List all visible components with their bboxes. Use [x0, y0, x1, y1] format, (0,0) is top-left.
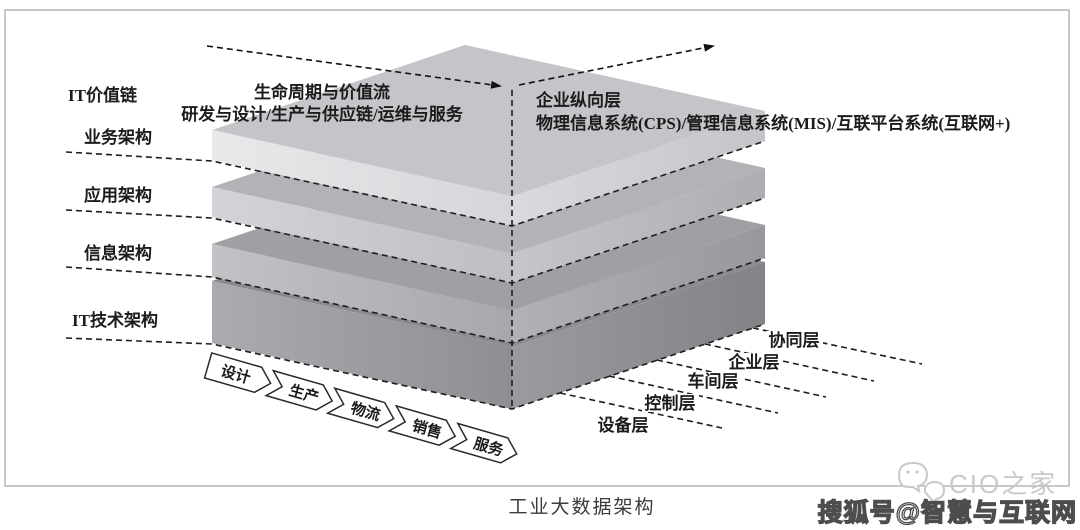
chevron-shape [203, 352, 272, 394]
vertical-annotation: 企业纵向层 物理信息系统(CPS)/管理信息系统(MIS)/互联平台系统(互联网… [535, 90, 1010, 133]
label-bg [595, 416, 652, 434]
label-workshop-layer: 车间层 [688, 371, 739, 391]
label-bg [766, 331, 823, 349]
it-value-chain-labels: IT价值链 业务架构 应用架构 信息架构 IT技术架构 [68, 85, 158, 330]
process-step-service: 服务 [448, 422, 518, 464]
label-device-layer: 设备层 [598, 415, 649, 435]
label-information-architecture: 信息架构 [84, 243, 152, 263]
top-arrows [206, 43, 715, 89]
brand-watermark-text: CIO之家 [949, 469, 1057, 499]
slab-business-architecture [212, 45, 765, 226]
process-step-production: 生产 [264, 369, 334, 411]
label-bg [726, 353, 783, 371]
label-enterprise-layer: 企业层 [728, 352, 780, 372]
leader-workshop-layer [656, 359, 827, 398]
slab3-right-face [512, 225, 765, 343]
chevron-shape [325, 387, 395, 429]
edge-information-layer [65, 257, 766, 344]
lifecycle-detail: 研发与设计/生产与供应链/运维与服务 [181, 104, 463, 124]
chevron-shape [448, 422, 518, 464]
leader-collaboration-layer [752, 327, 923, 365]
slab1-right-face [512, 111, 765, 226]
wechat-bubble-large [897, 461, 929, 494]
label-application-architecture: 应用架构 [84, 185, 152, 205]
label-control-layer: 控制层 [645, 393, 696, 413]
vertical-detail: 物理信息系统(CPS)/管理信息系统(MIS)/互联平台系统(互联网+) [536, 113, 1010, 133]
chevron-shape [387, 404, 457, 447]
lifecycle-annotation: 生命周期与价值流 研发与设计/生产与供应链/运维与服务 [181, 82, 463, 124]
slab4-left-face [212, 281, 512, 409]
label-business-architecture: 业务架构 [84, 127, 152, 147]
wechat-bubble-small [923, 480, 946, 505]
slab2-left-face [212, 187, 512, 283]
vertical-layer-arrow [518, 43, 715, 86]
lifecycle-title: 生命周期与价值流 [254, 82, 390, 102]
slab2-right-face [512, 168, 765, 283]
enterprise-layer-labels: 协同层 企业层 车间层 控制层 设备层 [595, 330, 823, 435]
leader-device-layer [559, 392, 723, 429]
wechat-eye [915, 470, 919, 474]
layer-dashed-edges [65, 90, 766, 410]
figure-frame [4, 9, 1070, 487]
slab4-right-face [512, 262, 765, 409]
wechat-eye [906, 470, 910, 474]
process-step-design: 设计 [203, 352, 272, 394]
process-step-sales: 销售 [387, 404, 457, 447]
leader-control-layer [608, 375, 779, 414]
label-collaboration-layer: 协同层 [769, 330, 820, 350]
process-step-logistics: 物流 [325, 387, 395, 429]
process-flow-chevrons: 设计 生产 物流 销售 服务 [203, 352, 518, 464]
label-it-value-chain: IT价值链 [68, 85, 138, 105]
slab1-top-face [212, 45, 765, 196]
label-ittech-architecture: IT技术架构 [72, 310, 158, 330]
brand-watermark: CIO之家 [897, 461, 1057, 505]
leader-enterprise-layer [704, 343, 875, 382]
slab1-left-face [212, 130, 512, 226]
label-bg [685, 372, 742, 390]
sohu-watermark-text: 搜狐号@智慧与互联网 [818, 498, 1077, 527]
wechat-icon [897, 461, 946, 505]
vertical-title: 企业纵向层 [535, 90, 621, 110]
label-bg [642, 394, 699, 412]
figure-caption: 工业大数据架构 [508, 496, 655, 518]
chevron-shape [264, 369, 334, 411]
edge-ittech-layer [65, 323, 766, 410]
enterprise-layer-leaders [559, 327, 923, 429]
edge-business-layer [65, 140, 766, 227]
slab3-left-face [212, 244, 512, 343]
edge-application-layer [65, 197, 766, 284]
